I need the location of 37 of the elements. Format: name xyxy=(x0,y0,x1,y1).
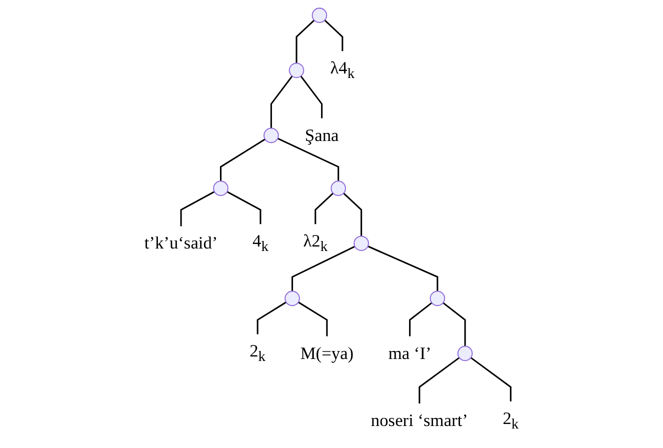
node-point xyxy=(457,346,473,362)
connector xyxy=(343,192,362,236)
node-point xyxy=(430,290,446,306)
node-point xyxy=(354,236,369,252)
connector xyxy=(277,138,340,182)
node-text: ma ‘I’ xyxy=(388,343,432,363)
connector xyxy=(470,357,512,402)
node-point xyxy=(312,8,328,24)
connector xyxy=(180,191,215,226)
connector xyxy=(256,302,287,334)
node-point xyxy=(330,180,346,196)
node-text: λ4$_{k}$ xyxy=(330,58,355,82)
connector xyxy=(324,20,344,52)
node-point xyxy=(213,180,228,196)
node-point xyxy=(284,290,300,306)
connector xyxy=(409,302,432,336)
node-text: λ2$_{k}$ xyxy=(303,231,328,256)
connector xyxy=(270,76,293,128)
connector xyxy=(298,302,328,336)
node-text: 4$_{k}$ xyxy=(252,231,268,256)
node-text: M(=ya) xyxy=(300,343,354,363)
node-text: t’k’u‘said’ xyxy=(144,233,218,253)
connector xyxy=(292,246,356,292)
connector xyxy=(314,192,334,224)
connector xyxy=(300,76,323,118)
node-point xyxy=(264,128,279,144)
connector xyxy=(226,191,262,224)
connector xyxy=(368,246,438,292)
node-text: noseri ‘smart’ xyxy=(370,410,468,430)
node-point xyxy=(288,62,304,78)
node-text: Şana xyxy=(304,125,339,145)
connector xyxy=(418,357,460,404)
node-text: 2$_{k}$ xyxy=(250,341,266,366)
connector xyxy=(220,138,266,182)
node-text: 2$_{k}$ xyxy=(502,408,519,432)
connector xyxy=(296,20,315,64)
connector xyxy=(442,302,466,346)
